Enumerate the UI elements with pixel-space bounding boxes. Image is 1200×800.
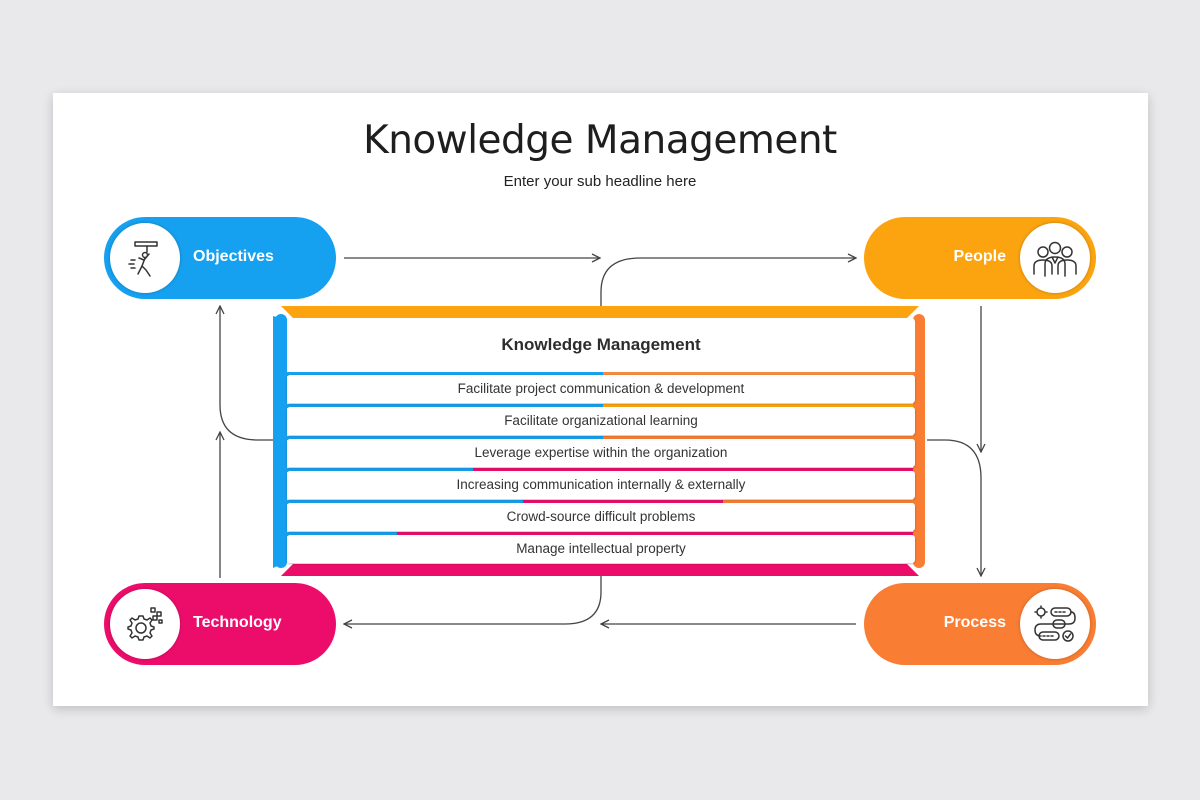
process-label: Process (943, 614, 1006, 631)
objectives-label: Objectives (193, 248, 274, 265)
list-item: Manage intellectual property (287, 535, 915, 563)
center-heading: Knowledge Management (287, 318, 915, 372)
center-frame (273, 306, 925, 576)
objectives-node: Objectives (104, 217, 336, 299)
list-item: Facilitate organizational learning (287, 407, 915, 435)
page-subtitle: Enter your sub headline here (503, 173, 697, 190)
list-item: Increasing communication internally & ex… (287, 471, 915, 499)
people-label: People (953, 248, 1006, 265)
center-panel: Knowledge Management Facilitate project … (287, 318, 915, 564)
frame-bottom (281, 564, 919, 576)
technology-label: Technology (193, 614, 282, 631)
frame-top (281, 306, 919, 318)
team-icon (1020, 223, 1090, 293)
list-item: Leverage expertise within the organizati… (287, 439, 915, 467)
list-item: Facilitate project communication & devel… (287, 375, 915, 403)
climber-icon (110, 223, 180, 293)
gear-tech-icon (110, 589, 180, 659)
workflow-icon (1020, 589, 1090, 659)
technology-node: Technology (104, 583, 336, 665)
page-title: Knowledge Management (363, 118, 837, 163)
arrow-center-to-process (927, 439, 981, 576)
list-item: Crowd-source difficult problems (287, 503, 915, 531)
people-node: People (864, 217, 1096, 299)
process-node: Process (864, 583, 1096, 665)
arrow-center-to-technology (344, 576, 602, 624)
arrow-center-to-objectives (220, 306, 273, 441)
arrow-center-to-people (600, 258, 856, 306)
